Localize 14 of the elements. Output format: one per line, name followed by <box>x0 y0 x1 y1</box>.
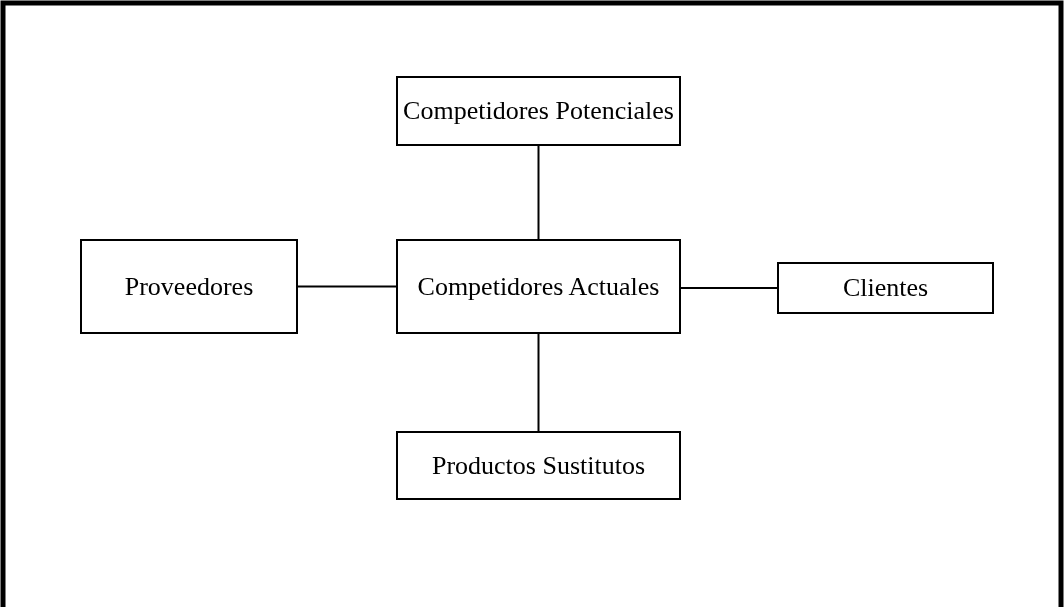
connector-line <box>537 333 540 432</box>
process-box <box>80 239 298 334</box>
process-box <box>777 262 994 314</box>
box-label: Clientes <box>842 273 929 303</box>
process-box <box>396 239 681 334</box>
connector-line <box>680 287 778 289</box>
process-box <box>396 76 681 146</box>
connector-line <box>297 285 397 288</box>
box-label: Competidores Potenciales <box>403 96 674 126</box>
box-label: Productos Sustitutos <box>431 450 646 481</box>
box-label: Competidores Actuales <box>417 271 660 302</box>
box-label: Proveedores <box>124 271 254 302</box>
process-box <box>396 431 681 500</box>
connector-line <box>537 145 540 240</box>
